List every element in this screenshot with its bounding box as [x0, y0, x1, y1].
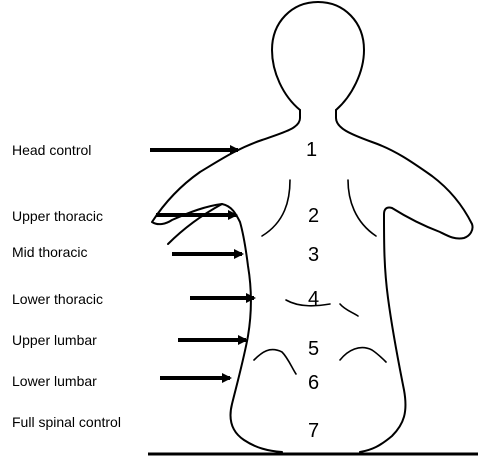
label-upper-lumbar: Upper lumbar: [12, 332, 97, 348]
left-scapula-line: [262, 180, 290, 236]
arrows: [150, 150, 254, 378]
label-lower-lumbar: Lower lumbar: [12, 373, 97, 389]
level-number-2: 2: [308, 205, 319, 227]
label-upper-thoracic: Upper thoracic: [12, 208, 103, 224]
level-number-7: 7: [308, 420, 319, 442]
level-number-6: 6: [308, 372, 319, 394]
right-hip-line: [340, 348, 386, 362]
level-number-1: 1: [306, 139, 317, 161]
contour-marks: [254, 180, 386, 374]
left-hip-line: [254, 350, 296, 374]
label-mid-thoracic: Mid thoracic: [12, 244, 87, 260]
right-side-outline: [336, 110, 473, 452]
head-outline: [272, 2, 364, 110]
label-head-control: Head control: [12, 142, 91, 158]
right-scapula-line: [348, 180, 376, 236]
level-number-4: 4: [308, 288, 319, 310]
label-lower-thoracic: Lower thoracic: [12, 291, 103, 307]
right-rib-line: [340, 304, 358, 316]
level-number-5: 5: [308, 338, 319, 360]
left-side-outline: [152, 110, 300, 452]
level-number-3: 3: [308, 244, 319, 266]
label-full-spinal-control: Full spinal control: [12, 414, 121, 430]
